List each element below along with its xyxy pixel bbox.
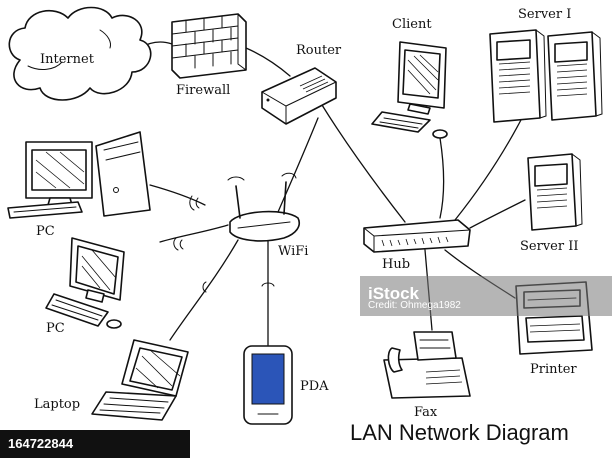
diagram-caption: LAN Network Diagram	[350, 420, 569, 445]
firewall-icon: Firewall	[171, 13, 247, 98]
wire-router-hub	[321, 104, 406, 223]
pc-mid-icon: PC	[45, 237, 125, 336]
wire-server1-hub	[454, 117, 523, 221]
wifi-access-point-icon: WiFi	[173, 172, 308, 293]
laptop-label: Laptop	[34, 397, 80, 412]
wire-firewall-router	[245, 47, 291, 77]
wire-router-wifi	[277, 117, 319, 213]
watermark-credit: Credit: Ohmega1982	[368, 300, 461, 311]
pc-top-icon: PC	[7, 131, 151, 239]
pc-mid-label: PC	[46, 321, 65, 336]
router-icon: Router	[261, 43, 342, 125]
server-one-icon: Server I	[489, 7, 603, 123]
client-label: Client	[392, 17, 432, 32]
router-label: Router	[296, 43, 342, 58]
wire-wifi-laptop	[169, 239, 239, 341]
hub-label: Hub	[382, 257, 410, 272]
wire-pc-wifi	[149, 184, 206, 206]
wifi-label: WiFi	[278, 244, 308, 259]
wire-client-hub	[439, 137, 445, 219]
connection-wires	[139, 41, 526, 346]
server-two-icon: Server II	[520, 153, 583, 254]
hub-icon: Hub	[363, 219, 471, 272]
server-two-label: Server II	[520, 239, 578, 254]
stock-id-bar	[0, 430, 190, 458]
watermark-bar	[360, 276, 612, 316]
laptop-icon: Laptop	[34, 339, 189, 421]
client-computer-icon: Client	[371, 17, 448, 139]
pda-screen	[251, 353, 285, 405]
fax-machine-icon: Fax	[383, 331, 471, 420]
watermark-brand: iStock	[368, 284, 420, 303]
pc-top-label: PC	[36, 224, 55, 239]
wire-wifi-pc2	[159, 224, 229, 243]
internet-cloud: Internet	[8, 6, 152, 101]
pda-icon: PDA	[243, 345, 329, 425]
wire-server2-hub	[469, 199, 526, 229]
fax-label: Fax	[414, 405, 438, 420]
stock-id: 164722844	[8, 436, 74, 451]
internet-label: Internet	[40, 52, 95, 67]
server-one-label: Server I	[518, 7, 571, 22]
pda-label: PDA	[300, 379, 329, 394]
firewall-label: Firewall	[176, 83, 230, 98]
printer-label: Printer	[530, 362, 577, 377]
